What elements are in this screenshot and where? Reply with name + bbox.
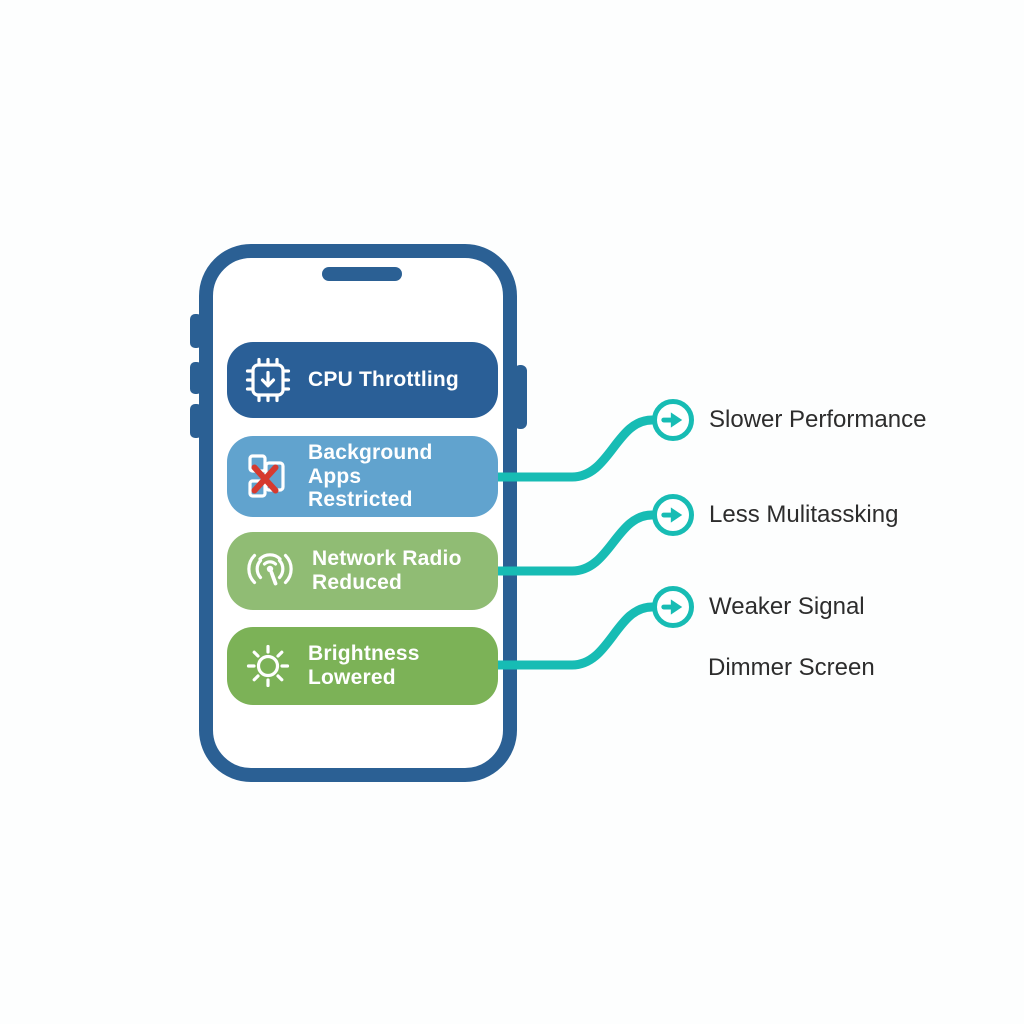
feature-network-radio-reduced: Network Radio Reduced	[227, 532, 498, 610]
connector-line-network-to-less-multitasking	[489, 510, 657, 576]
arrow-right-icon	[652, 399, 694, 441]
cpu-chip-icon	[245, 357, 291, 403]
radio-broadcast-icon	[247, 553, 293, 586]
feature-label-brightness: Brightness Lowered	[308, 642, 420, 689]
phone-side-button-power	[514, 365, 527, 429]
connector-line-brightness-to-weaker-signal	[489, 602, 657, 670]
feature-background-apps-restricted: Background Apps Restricted	[227, 436, 498, 517]
feature-label-background-apps: Background Apps Restricted	[308, 440, 433, 512]
effect-label-slower-performance: Slower Performance	[709, 406, 927, 433]
effect-less-multitasking: Less Mulitassking	[652, 494, 898, 536]
blocked-apps-icon	[248, 453, 285, 498]
effect-slower-performance: Slower Performance	[652, 399, 926, 441]
effect-dimmer-screen: Dimmer Screen	[708, 650, 875, 686]
feature-cpu-throttling: CPU Throttling	[227, 342, 498, 418]
feature-label-network-radio: Network Radio Reduced	[312, 547, 462, 594]
arrow-right-icon	[652, 494, 694, 536]
effect-label-less-multitasking: Less Mulitassking	[709, 501, 899, 528]
feature-brightness-lowered: Brightness Lowered	[227, 627, 498, 705]
arrow-right-icon	[652, 586, 694, 628]
phone-speaker-notch	[322, 267, 402, 281]
effect-weaker-signal: Weaker Signal	[652, 586, 865, 628]
brightness-sun-icon	[246, 644, 290, 688]
effect-label-dimmer-screen: Dimmer Screen	[708, 654, 875, 681]
feature-label-cpu-throttling: CPU Throttling	[308, 368, 459, 392]
effect-label-weaker-signal: Weaker Signal	[709, 593, 865, 620]
